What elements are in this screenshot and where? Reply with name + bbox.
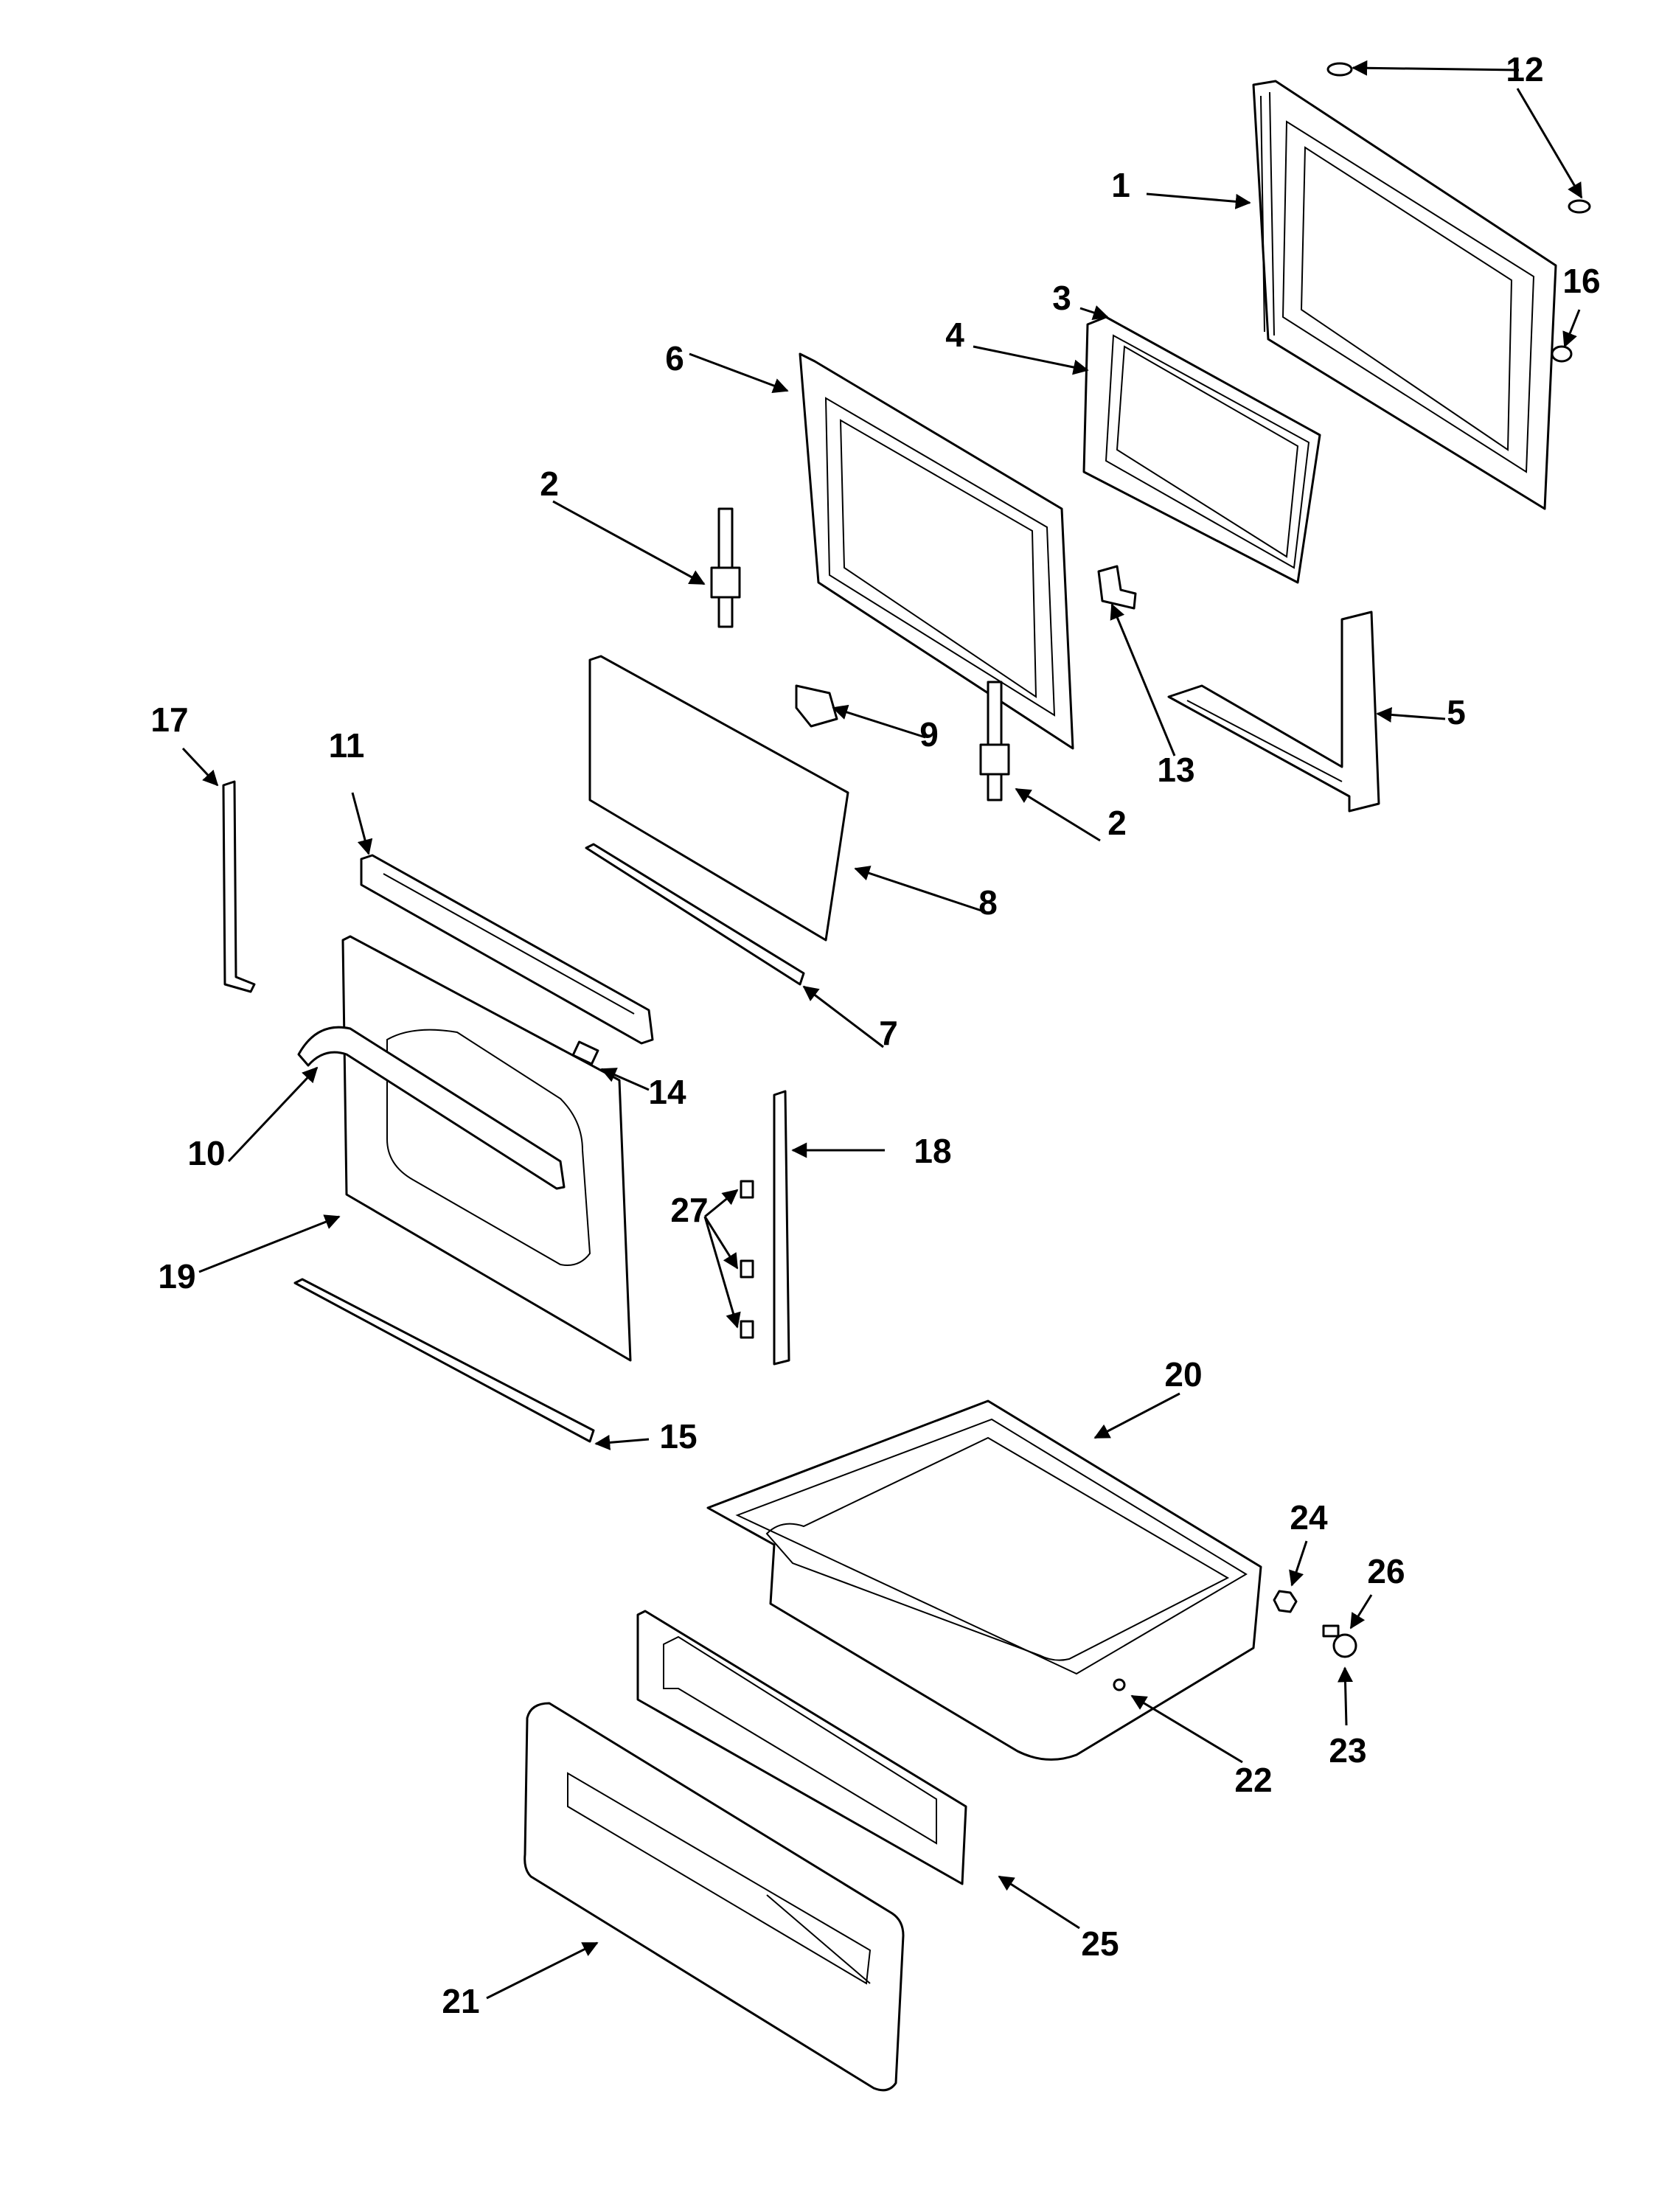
callout-4: 4 [945,316,964,354]
callout-25: 25 [1081,1924,1119,1963]
part-7-glass-support [585,843,805,986]
callout-6: 6 [665,339,684,378]
part-18-side-trim [773,1090,790,1366]
callout-20: 20 [1164,1355,1202,1394]
callout-8: 8 [978,883,998,922]
callout-23: 23 [1329,1731,1366,1770]
callout-19: 19 [158,1257,195,1295]
callout-26: 26 [1367,1552,1405,1590]
callout-3: 3 [1052,279,1071,317]
callout-14: 14 [648,1073,686,1111]
callout-15: 15 [659,1417,697,1455]
part-22-screw [1113,1678,1126,1691]
part-9-bracket [795,684,838,728]
callout-16: 16 [1562,262,1600,300]
part-5-insulation [1167,611,1380,813]
part-4-window-pack [1082,316,1321,584]
part-2-hinge-left [710,507,741,628]
part-21-drawer-front [524,1702,905,2092]
callout-10: 10 [187,1134,225,1172]
part-16-screw [1551,345,1573,363]
part-23-26-knob-assembly [1322,1624,1357,1658]
part-25-drawer-panel [636,1610,967,1885]
part-10-door-handle [297,1026,566,1190]
part-8-glass [588,655,849,942]
callout-1: 1 [1111,166,1130,204]
part-24-nut [1273,1590,1298,1613]
part-2-hinge-right [979,681,1010,801]
callout-22: 22 [1234,1761,1272,1799]
callout-24: 24 [1290,1498,1328,1537]
part-15-bottom-trim [293,1278,595,1443]
part-19-outer-door [341,935,632,1362]
callout-9: 9 [919,715,939,754]
callout-2b: 2 [1107,804,1127,842]
callout-18: 18 [914,1132,951,1170]
leader-lines [181,60,1583,2000]
callout-7: 7 [879,1014,898,1052]
part-13-bracket [1097,565,1137,610]
part-17-side-trim [222,780,256,993]
callout-12: 12 [1506,50,1543,88]
callout-17: 17 [150,700,188,739]
part-6-inner-door-panel [799,352,1074,750]
callout-2a: 2 [540,465,559,503]
part-1-outer-door-panel [1252,80,1557,510]
part-27-clips [740,1180,754,1339]
callout-5: 5 [1447,693,1466,731]
part-11-top-trim [360,854,654,1045]
callout-13: 13 [1157,751,1194,789]
part-12-screws [1326,62,1591,214]
part-20-drawer [706,1399,1262,1761]
callout-11: 11 [329,726,365,765]
callout-27: 27 [670,1191,708,1229]
callout-21: 21 [442,1982,479,2020]
callout-labels: 1 2 2 3 4 5 6 7 8 9 10 11 12 13 14 15 16… [150,50,1600,2020]
part-14-tab [571,1040,599,1065]
